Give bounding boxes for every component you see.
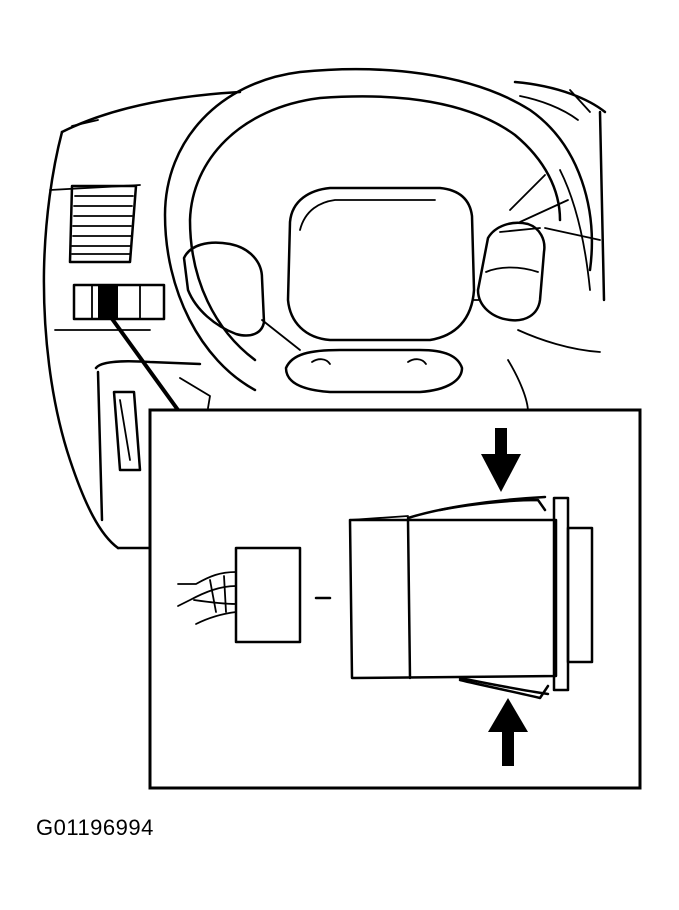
dash-switch-row <box>72 283 166 321</box>
leader-line <box>108 314 180 412</box>
air-vent <box>68 184 138 264</box>
inset-frame <box>148 408 642 790</box>
switch-body <box>348 495 594 700</box>
highlighted-switch <box>98 286 118 318</box>
connector-plug <box>177 546 302 644</box>
press-arrow-down-icon <box>481 428 521 492</box>
figure-id-label: G01196994 <box>36 815 154 840</box>
inset-detail <box>148 408 642 790</box>
steering-wheel <box>163 67 594 394</box>
press-arrow-up-icon <box>488 698 528 766</box>
dashboard-drawing <box>42 80 607 550</box>
